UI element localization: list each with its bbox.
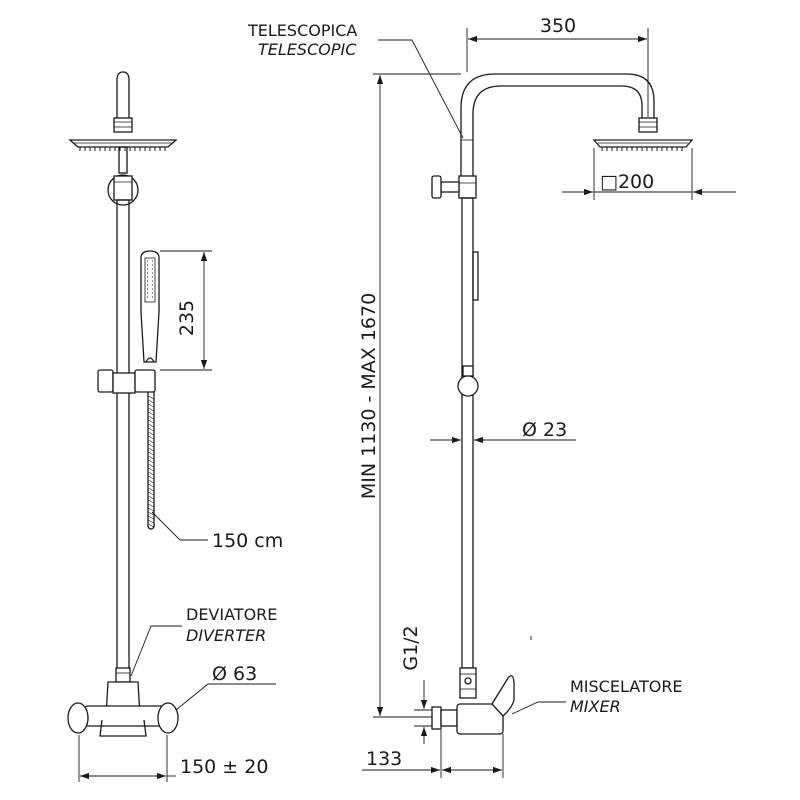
front-shower-head xyxy=(70,140,176,151)
side-slider xyxy=(458,366,478,396)
callout-hose: 150 cm xyxy=(152,512,283,552)
side-arm-inner xyxy=(473,86,642,176)
front-arm-end xyxy=(117,72,129,118)
dim-tube-diameter: Ø 23 xyxy=(430,419,576,441)
side-shower-head xyxy=(594,140,692,151)
front-head-connector xyxy=(114,118,132,132)
telescopic-label-it: TELESCOPICA xyxy=(247,21,357,40)
diverter-label-en: DIVERTER xyxy=(186,626,266,645)
callout-mixer-diameter: Ø 63 xyxy=(176,663,276,710)
front-mixer xyxy=(68,682,178,736)
side-view: TELESCOPICA TELESCOPIC 350 □200 MIN 1130… xyxy=(247,15,736,778)
dim-head-size: □200 xyxy=(562,148,736,200)
side-main-tube xyxy=(462,198,473,668)
dim-centres: 150 ± 20 xyxy=(79,735,268,782)
mixer-label-en: MIXER xyxy=(570,697,621,716)
inlet-thread-label: G1/2 xyxy=(400,625,422,670)
side-diverter xyxy=(460,668,476,698)
diverter-label-it: DEVIATORE xyxy=(186,605,277,624)
head-size-label: □200 xyxy=(600,171,654,193)
dim-handshower-length: 235 xyxy=(160,251,212,370)
side-head-connector xyxy=(639,118,657,132)
side-hand-shower xyxy=(473,252,478,300)
side-arm-outer xyxy=(461,74,654,176)
mixer-leader xyxy=(512,702,566,714)
telescopic-leader xyxy=(378,40,463,138)
callout-telescopic: TELESCOPICA TELESCOPIC xyxy=(247,21,463,138)
dim-wall-distance: 133 xyxy=(362,730,503,778)
front-bracket-clamp xyxy=(114,176,132,200)
dim-inlet-thread: G1/2 xyxy=(400,625,432,744)
front-diverter xyxy=(116,668,130,682)
handshower-length-label: 235 xyxy=(176,300,198,336)
front-hand-shower xyxy=(141,251,159,362)
front-main-tube xyxy=(117,200,129,670)
tube-diameter-label: Ø 23 xyxy=(522,419,567,441)
mixer-label-it: MISCELATORE xyxy=(570,677,683,696)
wall-distance-label: 133 xyxy=(366,748,402,770)
height-range-label: MIN 1130 - MAX 1670 xyxy=(358,293,380,499)
callout-mixer: MISCELATORE MIXER xyxy=(512,677,683,716)
dim-height-range: MIN 1130 - MAX 1670 xyxy=(358,74,461,717)
side-wall-bracket xyxy=(432,176,476,198)
centres-label: 150 ± 20 xyxy=(180,756,268,778)
dim-arm-projection: 350 xyxy=(467,15,648,117)
telescopic-label-en: TELESCOPIC xyxy=(258,40,357,59)
front-slider xyxy=(98,370,155,393)
front-hose xyxy=(148,392,154,529)
mixer-diameter-label: Ø 63 xyxy=(212,663,257,685)
hose-length-label: 150 cm xyxy=(212,530,283,552)
arm-projection-label: 350 xyxy=(540,15,576,37)
front-view: 235 150 cm DEVIATORE DIVERTER Ø 63 150 ±… xyxy=(68,72,283,782)
